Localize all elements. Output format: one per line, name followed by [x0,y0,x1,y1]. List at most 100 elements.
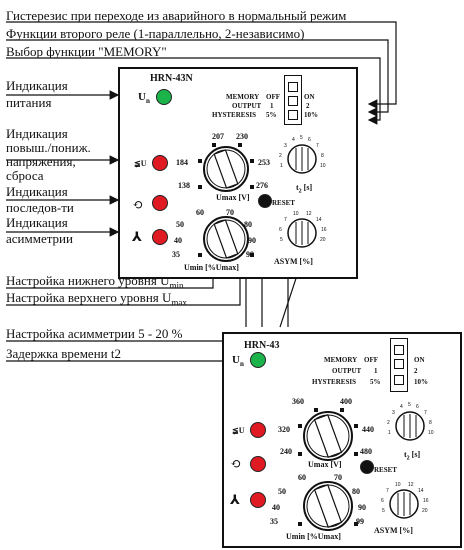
dip-switch-output[interactable] [288,96,298,106]
umax-tick-2: 184 [176,158,188,167]
umin-tick-7: 90 [248,236,256,245]
dip-switch-output[interactable] [394,359,404,369]
umin-label: Umin [%Umax] [184,263,239,272]
hysteresis-label: HYSTERESIS [212,111,256,119]
hyst-10-label: 10% [414,378,428,386]
umax-knob[interactable] [182,133,272,205]
asymmetry-setting-annotation: Настройка асимметрии 5 - 20 % [6,326,183,341]
dip-switch-memory[interactable] [394,345,404,355]
on-label: ON [304,93,315,101]
sequence-label-1: Индикация [6,184,68,199]
svg-text:7: 7 [284,217,287,223]
dip-switch-block[interactable] [390,338,408,392]
asymmetry-led [250,492,266,508]
off-label: OFF [266,93,280,101]
dip-switch-hysteresis[interactable] [288,110,298,120]
asymmetry-label-2: асимметрии [6,231,73,246]
overunder-led [152,155,168,171]
svg-text:5: 5 [300,135,303,141]
umin-label: Umin [%Umax] [286,532,341,541]
output-2-label: 2 [306,102,310,110]
svg-text:8: 8 [429,420,432,426]
power-led [250,352,266,368]
svg-text:7: 7 [386,488,389,494]
svg-text:12: 12 [306,211,312,217]
sequence-symbol-icon: ⟲ [132,197,143,212]
svg-text:10: 10 [293,211,299,217]
umax-tick-4: 400 [340,397,352,406]
umax-tick-5: 440 [362,425,374,434]
memory-label: MEMORY [226,93,260,101]
umin-tick-5: 70 [226,208,234,217]
hysteresis-annotation: Гистерезис при переходе из аварийного в … [6,8,347,23]
umin-knob[interactable] [182,209,272,269]
svg-text:6: 6 [381,498,384,504]
overunder-label-1: Индикация [6,126,68,141]
umax-tick-3: 207 [212,132,224,141]
umin-knob[interactable] [280,474,376,538]
delay-annotation: Задержка времени t2 [6,346,121,361]
svg-text:3: 3 [284,143,287,149]
umin-tick-4: 60 [298,473,306,482]
reset-button[interactable] [360,460,374,474]
svg-text:2: 2 [279,153,282,159]
umax-tick-1: 138 [178,181,190,190]
svg-text:4: 4 [400,404,403,410]
umin-tick-1: 35 [270,517,278,526]
svg-text:16: 16 [321,227,327,233]
dip-switch-block[interactable] [284,75,302,125]
output-label: OUTPUT [332,367,362,375]
reset-label: RESET [374,466,397,474]
svg-text:20: 20 [320,237,326,243]
sequence-led [152,195,168,211]
hysteresis-label: HYSTERESIS [312,378,356,386]
overunder-symbol: ≨U [134,159,147,168]
svg-text:6: 6 [416,404,419,410]
svg-text:2: 2 [387,420,390,426]
device-title: HRN-43N [150,73,193,84]
t2-label: t2 [s] [296,183,313,195]
umin-tick-2: 40 [272,503,280,512]
sequence-symbol-icon: ⟲ [230,456,241,471]
overunder-label-4: сброса [6,168,44,183]
svg-text:10: 10 [395,482,401,488]
upper-level-annotation: Настройка верхнего уровня Umax [6,290,187,308]
output-1-label: 1 [270,102,274,110]
power-led [156,89,172,105]
asym-label: ASYM [%] [274,257,313,266]
overunder-label-3: напряжения, [6,154,76,169]
svg-text:16: 16 [423,498,429,504]
t2-label: t2 [s] [404,450,421,462]
reset-button[interactable] [258,194,272,208]
dip-switch-hysteresis[interactable] [394,375,404,385]
asymmetry-led [152,229,168,245]
umin-tick-5: 70 [334,473,342,482]
second-relay-annotation: Функции второго реле (1-параллельно, 2-н… [6,26,305,41]
reset-label: RESET [272,199,295,207]
un-label: Un [232,354,244,369]
device-hrn-43n: HRN-43N Un MEMORY OFF ON OUTPUT 1 2 HYST… [118,67,358,279]
asym-label: ASYM [%] [374,526,413,535]
svg-text:5: 5 [280,237,283,243]
asymmetry-symbol-icon: ⅄ [230,492,240,507]
power-indication-label-2: питания [6,95,52,110]
dip-switch-memory[interactable] [288,82,298,92]
umin-tick-7: 90 [358,503,366,512]
umin-tick-8: 99 [356,517,364,526]
umin-tick-6: 80 [352,487,360,496]
overunder-symbol: ≨U [232,426,245,435]
umin-tick-4: 60 [196,208,204,217]
svg-text:12: 12 [408,482,414,488]
svg-text:10: 10 [428,430,434,436]
umax-tick-2: 320 [278,425,290,434]
asymmetry-label-1: Индикация [6,215,68,230]
umax-label: Umax [V] [216,193,250,202]
svg-text:20: 20 [422,508,428,514]
un-label: Un [138,91,150,106]
umax-knob[interactable] [280,398,376,474]
svg-text:7: 7 [316,143,319,149]
